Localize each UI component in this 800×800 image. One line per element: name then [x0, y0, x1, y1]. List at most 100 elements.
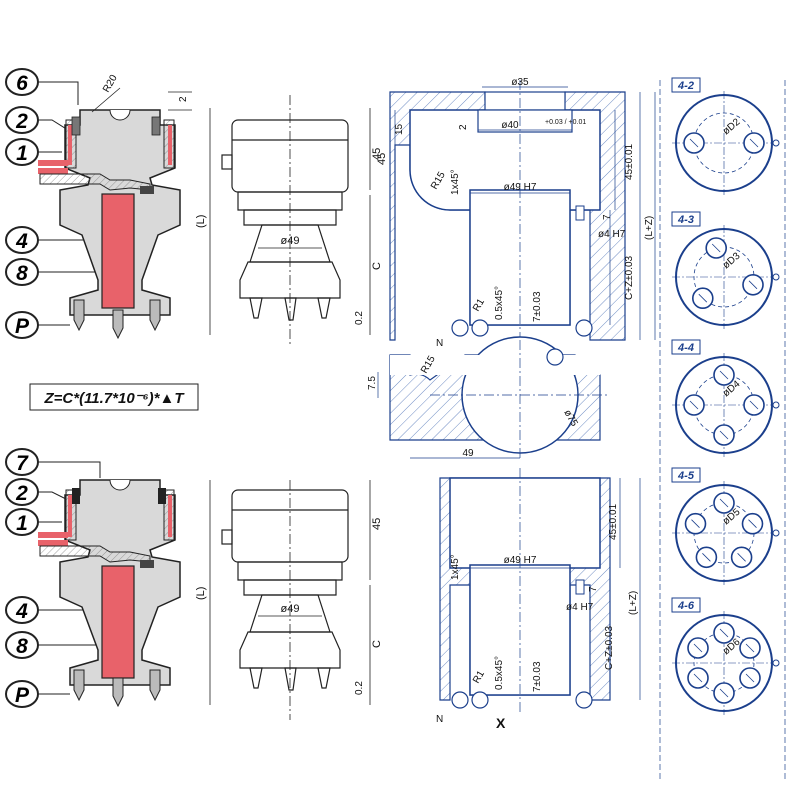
- formula-box: Z=C*(11.7*10⁻⁶)*▲T: [29, 383, 199, 411]
- callout-8: 8: [5, 258, 39, 286]
- pattern-tag: 4-4: [677, 342, 694, 354]
- dim-d49h7-bottom: ø49 H7: [504, 555, 537, 566]
- dim-45-top: 45: [371, 148, 383, 160]
- dim-d49h7-top: ø49 H7: [504, 182, 537, 193]
- dim-d4-top: ø4 H7: [598, 229, 626, 240]
- dim-LZ-bottom: (L+Z): [628, 591, 639, 615]
- dim-7tol-top: 7±0.03: [532, 291, 543, 322]
- pattern-hole-mark: [748, 280, 758, 290]
- formula-text: Z=C*(11.7*10⁻⁶)*▲T: [43, 390, 185, 407]
- dim-45-bottom: 45: [371, 518, 383, 530]
- dim-d35: ø35: [511, 77, 529, 88]
- dim-C-bottom: C: [371, 640, 383, 648]
- cutaway-drawing-bottom: [38, 479, 181, 708]
- dim-LZ-top: (L+Z): [644, 216, 655, 240]
- pattern-tag-box: [671, 339, 701, 355]
- callout-6: 6: [5, 68, 39, 96]
- svg-text:1: 1: [16, 512, 28, 535]
- pattern-hole-mark: [691, 519, 700, 528]
- pattern-locator-pin: [772, 139, 780, 147]
- callout-Pb: P: [5, 680, 39, 708]
- section-top: [389, 80, 656, 345]
- callouts-bottom: 7 2 1 4 8 P: [5, 448, 39, 708]
- svg-text:2: 2: [15, 482, 28, 505]
- dim-d49-bottom: ø49: [281, 603, 300, 615]
- pattern-hole-mark: [748, 519, 757, 528]
- svg-text:8: 8: [16, 262, 28, 285]
- dim-02-top: 0.2: [354, 311, 365, 325]
- dim-d49-top: ø49: [281, 235, 300, 247]
- pattern-tag-box: [671, 467, 701, 483]
- svg-text:2: 2: [15, 110, 28, 133]
- dim-1x45-bottom: 1x45°: [450, 554, 461, 580]
- dim-15: 15: [394, 123, 405, 135]
- callout-P: P: [5, 311, 39, 339]
- dim-CZ-bottom: C+Z±0.03: [604, 625, 615, 670]
- dim-L-top: (L): [195, 215, 207, 228]
- pattern-hole-mark: [749, 400, 759, 410]
- dim-2-section: 2: [458, 124, 469, 130]
- dim-7-bottom: 7: [588, 586, 599, 592]
- callout-1b: 1: [5, 508, 39, 536]
- pattern-tag: 4-2: [677, 80, 694, 92]
- section-bottom: [439, 468, 641, 715]
- pattern-hole-mark: [702, 553, 711, 562]
- callout-2b: 2: [5, 478, 39, 506]
- dim-7tol-bottom: 7±0.03: [532, 661, 543, 692]
- pattern-tag-box: [671, 597, 701, 613]
- dim-05x45-top: 0.5x45°: [494, 286, 505, 320]
- callouts-top: 6 2 1 4 8 P: [5, 68, 39, 339]
- pattern-hole-mark: [689, 400, 699, 410]
- pattern-hole-mark: [698, 293, 708, 303]
- pattern-hole-mark: [737, 553, 746, 562]
- svg-text:4: 4: [15, 230, 28, 253]
- pattern-hole-mark: [719, 628, 729, 638]
- dim-05x45-bottom: 0.5x45°: [494, 656, 505, 690]
- pattern-hole-mark: [749, 138, 759, 148]
- svg-text:6: 6: [16, 72, 28, 95]
- dim-L-bottom: (L): [195, 587, 207, 600]
- pattern-hole-mark: [693, 643, 703, 653]
- dim-C-top: C: [371, 262, 383, 270]
- label-N-bottom: N: [436, 714, 443, 725]
- dim-75: 7.5: [367, 376, 378, 390]
- label-N-top: N: [436, 338, 443, 349]
- callout-7: 7: [5, 448, 39, 476]
- dim-45-tol-bottom: 45±0.01: [608, 503, 619, 540]
- callout-2: 2: [5, 106, 39, 134]
- pattern-locator-pin: [772, 529, 780, 537]
- plan-view: [377, 336, 610, 460]
- svg-text:P: P: [15, 315, 30, 338]
- side-view-bottom-dims: [209, 480, 371, 705]
- dim-1x45-top: 1x45°: [450, 169, 461, 195]
- pattern-locator-pin: [772, 659, 780, 667]
- side-view-top: [221, 95, 349, 345]
- dim-7-top: 7: [602, 214, 613, 220]
- label-X-bottom: X: [496, 715, 506, 731]
- pattern-locator-pin: [772, 273, 780, 281]
- pattern-hole-mark: [689, 138, 699, 148]
- dim-49-plan: 49: [462, 448, 474, 459]
- dim-d4-bottom: ø4 H7: [566, 602, 594, 613]
- pattern-hole-mark: [745, 673, 755, 683]
- cutaway-drawing-top: [38, 109, 181, 340]
- pattern-tag: 4-6: [677, 600, 695, 612]
- svg-text:1: 1: [16, 142, 28, 165]
- section-top-labels: ø35 ø40 +0.03 / +0.01 2 15 45 45±0.01 R1…: [376, 77, 655, 357]
- callout-4: 4: [5, 226, 39, 254]
- pattern-locator-pin: [772, 401, 780, 409]
- dim-45-section: 45: [376, 153, 388, 165]
- dim-45-tol-top: 45±0.01: [624, 143, 635, 180]
- svg-text:8: 8: [16, 635, 28, 658]
- dim-d40-tol: +0.03 / +0.01: [545, 119, 586, 126]
- svg-text:7: 7: [16, 452, 29, 475]
- pattern-hole-mark: [719, 430, 729, 440]
- pattern-hole-mark: [711, 243, 721, 253]
- pattern-hole-mark: [719, 370, 729, 380]
